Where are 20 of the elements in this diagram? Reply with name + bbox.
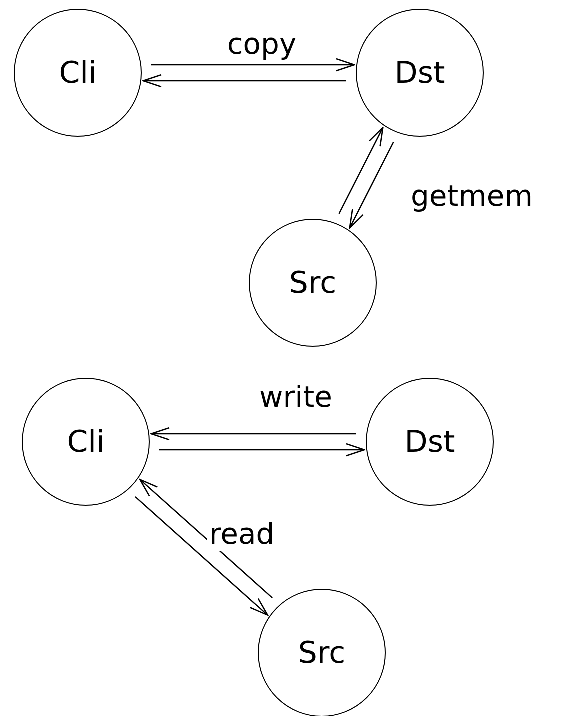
node-label: Dst [394, 56, 446, 90]
state-circle [14, 9, 142, 137]
state-circle [258, 589, 386, 716]
state-circle [356, 9, 484, 137]
arrow [160, 443, 366, 457]
arrow [338, 127, 384, 214]
arrow [135, 496, 268, 616]
arrow [349, 142, 394, 229]
arrow [152, 58, 356, 72]
arrow [140, 479, 273, 599]
state-circle [22, 378, 150, 506]
node-label: Dst [404, 424, 456, 460]
arrow [142, 74, 346, 88]
node-label: Src [289, 266, 337, 300]
arrow [150, 427, 356, 441]
state-circle [366, 378, 494, 506]
node-label: Src [298, 636, 346, 670]
node-label: Cli [67, 424, 105, 460]
node-label: Cli [59, 56, 97, 90]
state-circle [249, 219, 377, 347]
